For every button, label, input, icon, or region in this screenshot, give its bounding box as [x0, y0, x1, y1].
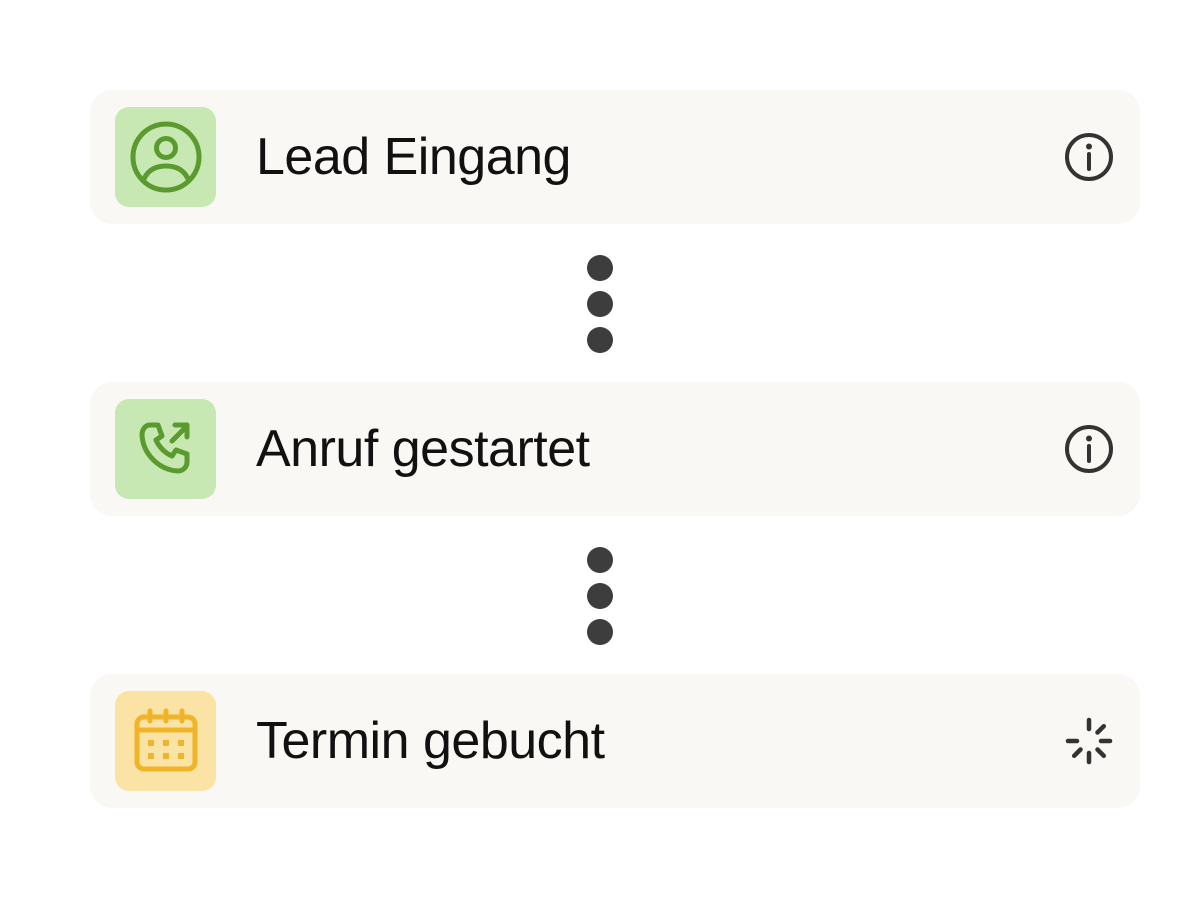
user-circle-icon [130, 121, 201, 193]
step-icon-box [115, 691, 216, 791]
step-label: Lead Eingang [256, 128, 571, 186]
step-icon-box [115, 107, 216, 207]
step-label: Anruf gestartet [256, 420, 590, 478]
connector-dot [587, 327, 613, 353]
step-icon-box [115, 399, 216, 499]
connector-dot [587, 583, 613, 609]
loading-spinner-icon [1064, 716, 1114, 766]
step-card-termin-gebucht[interactable]: Termin gebucht [90, 674, 1140, 808]
workflow-steps: Lead Eingang Anruf gestartet [90, 90, 1140, 808]
step-card-anruf-gestartet[interactable]: Anruf gestartet [90, 382, 1140, 516]
calendar-icon [134, 708, 197, 772]
info-icon[interactable] [1064, 132, 1114, 182]
info-icon[interactable] [1064, 424, 1114, 474]
step-card-lead-eingang[interactable]: Lead Eingang [90, 90, 1140, 224]
step-connector [90, 516, 1140, 674]
connector-dot [587, 619, 613, 645]
step-connector [90, 224, 1140, 382]
connector-dot [587, 547, 613, 573]
phone-outgoing-icon [139, 422, 189, 474]
connector-dot [587, 255, 613, 281]
connector-dot [587, 291, 613, 317]
step-label: Termin gebucht [256, 712, 605, 770]
